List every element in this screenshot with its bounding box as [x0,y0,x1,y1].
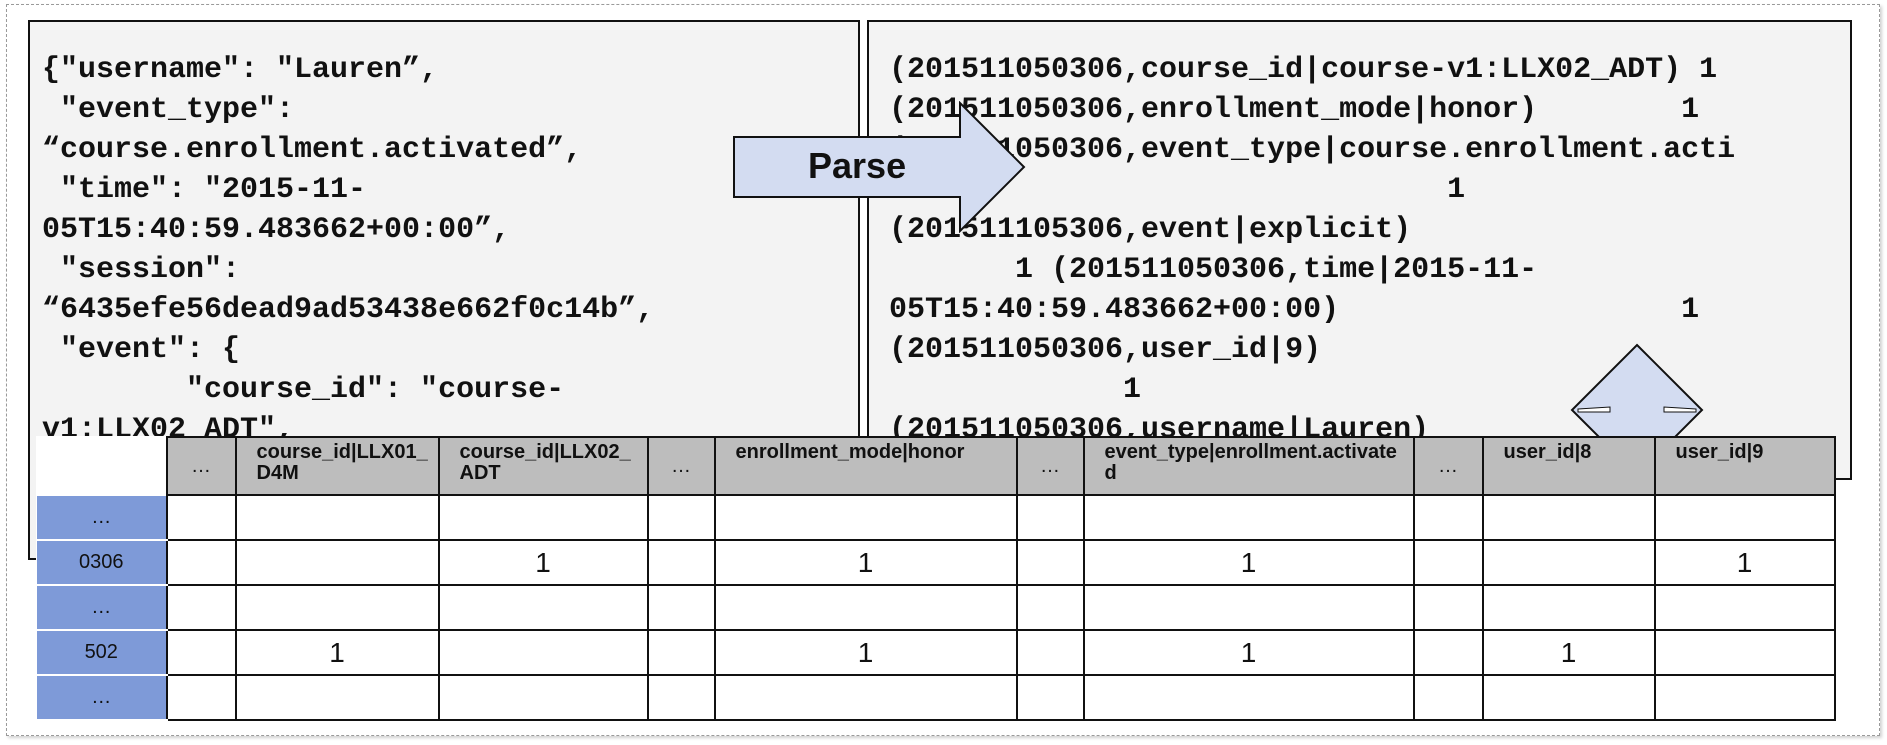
matrix-row: … [36,584,1836,631]
column-header: … [1412,436,1484,496]
column-header: … [165,436,237,496]
matrix-cell [234,674,440,721]
matrix-row: 0306 1 1 1 1 [36,539,1836,586]
matrix-cell [1653,629,1836,676]
matrix-corner [37,437,167,495]
matrix-row: … [36,674,1836,721]
column-header: user_id|9 [1653,436,1836,496]
matrix-cell [1082,584,1415,631]
matrix-row: … [36,494,1836,541]
matrix-cell [165,629,237,676]
column-header: … [1015,436,1085,496]
json-event-code: {"username": "Lauren”, "event_type": “co… [42,53,655,527]
matrix-cell: 1 [1653,539,1836,586]
matrix-cell [713,584,1018,631]
matrix-cell [1015,674,1085,721]
matrix-cell [1653,494,1836,541]
matrix-header-row: … course_id|LLX01_D4M course_id|LLX02_AD… [37,436,1836,496]
matrix-cell [437,494,649,541]
row-label: … [36,584,167,631]
matrix-cell [646,629,716,676]
matrix-cell [165,494,237,541]
matrix-cell [234,494,440,541]
matrix-cell [1015,629,1085,676]
matrix-cell [1481,674,1656,721]
column-header: course_id|LLX01_D4M [234,436,440,496]
column-header: course_id|LLX02_ADT [437,436,649,496]
matrix-cell: 1 [234,629,440,676]
row-label: … [36,674,167,721]
matrix-cell: 1 [713,629,1018,676]
row-label: … [36,494,167,541]
matrix-cell: 1 [1481,629,1656,676]
parse-arrow-icon [733,101,1026,233]
matrix-cell [1082,494,1415,541]
matrix-cell: 1 [713,539,1018,586]
sparse-matrix-table: … course_id|LLX01_D4M course_id|LLX02_AD… [36,436,1836,721]
matrix-cell [1412,494,1484,541]
matrix-cell [1653,584,1836,631]
matrix-cell: 1 [1082,629,1415,676]
column-header: user_id|8 [1481,436,1656,496]
matrix-cell: 1 [437,539,649,586]
matrix-cell [1481,539,1656,586]
matrix-row: 502 1 1 1 1 [36,629,1836,676]
row-label: 502 [36,629,167,676]
parse-label: Parse [808,145,907,186]
column-header: … [646,436,716,496]
matrix-cell [1412,539,1484,586]
matrix-cell [1481,584,1656,631]
matrix-cell [646,494,716,541]
matrix-cell [1015,584,1085,631]
matrix-cell [646,584,716,631]
matrix-cell [437,584,649,631]
matrix-cell [713,494,1018,541]
matrix-cell [234,584,440,631]
matrix-cell [1015,539,1085,586]
matrix-cell [1082,674,1415,721]
matrix-cell [646,539,716,586]
matrix-cell [165,674,237,721]
matrix-cell [234,539,440,586]
matrix-cell [646,674,716,721]
column-header: event_type|enrollment.activated [1082,436,1415,496]
matrix-cell [1412,674,1484,721]
matrix-cell [1412,584,1484,631]
diagram-frame [6,4,1880,736]
row-label: 0306 [36,539,167,586]
column-header: enrollment_mode|honor [713,436,1018,496]
matrix-cell [1481,494,1656,541]
matrix-cell [1412,629,1484,676]
matrix-cell [437,674,649,721]
matrix-cell [165,584,237,631]
matrix-cell [713,674,1018,721]
matrix-cell [165,539,237,586]
matrix-cell [1015,494,1085,541]
tuple-output-panel: (201511050306,course_id|course-v1:LLX02_… [867,20,1852,480]
matrix-cell [1653,674,1836,721]
matrix-cell: 1 [1082,539,1415,586]
matrix-cell [437,629,649,676]
